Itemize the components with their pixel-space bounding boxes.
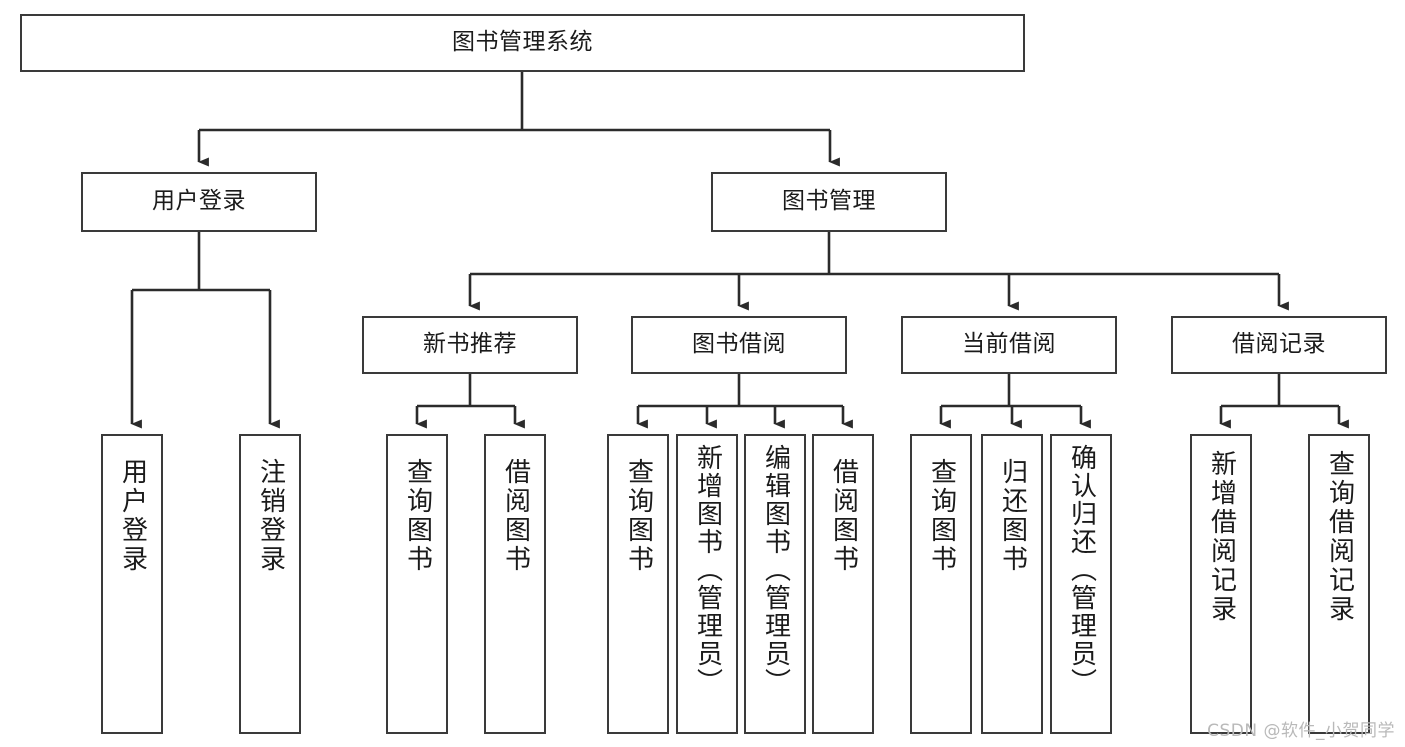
node-leaf-add-book[interactable]: 新增图书（管理员） <box>676 434 738 734</box>
node-leaf-add-book-label: 新增图书（管理员） <box>692 444 723 696</box>
node-root-label: 图书管理系统 <box>452 29 593 56</box>
node-leaf-edit-book[interactable]: 编辑图书（管理员） <box>744 434 806 734</box>
node-leaf-borrow-book-1-label: 借阅图书 <box>500 458 531 574</box>
node-current-borrow-label: 当前借阅 <box>962 331 1056 358</box>
csdn-watermark: CSDN @软件_小贺同学 <box>1207 721 1395 741</box>
node-leaf-query-book-2-label: 查询图书 <box>623 458 654 574</box>
node-book-manage-label: 图书管理 <box>782 188 876 215</box>
node-leaf-edit-book-label: 编辑图书（管理员） <box>760 444 791 696</box>
node-leaf-borrow-book-2-label: 借阅图书 <box>828 458 859 574</box>
node-book-borrow[interactable]: 图书借阅 <box>631 316 847 374</box>
node-leaf-confirm-return[interactable]: 确认归还（管理员） <box>1050 434 1112 734</box>
node-leaf-query-book-3-label: 查询图书 <box>926 458 957 574</box>
node-new-book-rec-label: 新书推荐 <box>423 331 517 358</box>
node-leaf-borrow-book-2[interactable]: 借阅图书 <box>812 434 874 734</box>
node-leaf-return-book[interactable]: 归还图书 <box>981 434 1043 734</box>
node-leaf-query-record[interactable]: 查询借阅记录 <box>1308 434 1370 734</box>
node-borrow-record-label: 借阅记录 <box>1232 331 1326 358</box>
node-root[interactable]: 图书管理系统 <box>20 14 1025 72</box>
node-current-borrow[interactable]: 当前借阅 <box>901 316 1117 374</box>
node-leaf-query-book-2[interactable]: 查询图书 <box>607 434 669 734</box>
node-borrow-record[interactable]: 借阅记录 <box>1171 316 1387 374</box>
node-leaf-user-login[interactable]: 用户登录 <box>101 434 163 734</box>
node-leaf-user-login-label: 用户登录 <box>117 458 148 574</box>
node-leaf-add-record[interactable]: 新增借阅记录 <box>1190 434 1252 734</box>
node-leaf-user-logout[interactable]: 注销登录 <box>239 434 301 734</box>
node-leaf-query-book-1[interactable]: 查询图书 <box>386 434 448 734</box>
node-leaf-query-book-1-label: 查询图书 <box>402 458 433 574</box>
node-leaf-query-book-3[interactable]: 查询图书 <box>910 434 972 734</box>
node-user-login-label: 用户登录 <box>152 188 246 215</box>
node-leaf-user-logout-label: 注销登录 <box>255 458 286 574</box>
node-leaf-confirm-return-label: 确认归还（管理员） <box>1066 444 1097 696</box>
node-user-login[interactable]: 用户登录 <box>81 172 317 232</box>
node-leaf-return-book-label: 归还图书 <box>997 458 1028 574</box>
node-book-borrow-label: 图书借阅 <box>692 331 786 358</box>
node-book-manage[interactable]: 图书管理 <box>711 172 947 232</box>
node-leaf-query-record-label: 查询借阅记录 <box>1324 450 1355 624</box>
node-leaf-borrow-book-1[interactable]: 借阅图书 <box>484 434 546 734</box>
node-new-book-rec[interactable]: 新书推荐 <box>362 316 578 374</box>
node-leaf-add-record-label: 新增借阅记录 <box>1206 450 1237 624</box>
